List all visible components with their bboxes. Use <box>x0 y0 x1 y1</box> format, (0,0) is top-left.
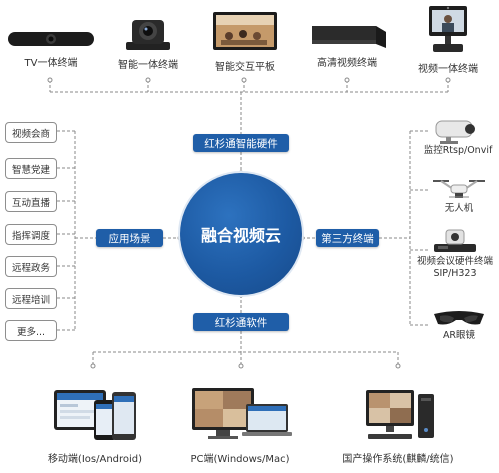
device-smart-terminal: 智能一体终端 <box>113 12 183 71</box>
scenario-item: 远程政务 <box>5 256 57 277</box>
third-party-ar-glasses: AR眼镜 <box>424 306 494 342</box>
device-hd-video-terminal: 高清视频终端 <box>305 18 389 69</box>
conference-terminal-icon <box>434 229 476 252</box>
ptz-camera-icon <box>126 20 170 50</box>
scenario-item: 更多... <box>5 320 57 341</box>
third-party-video-conf-hardware: 视频会议硬件终端 SIP/H323 <box>412 226 498 280</box>
device-interactive-panel: 智能交互平板 <box>208 10 282 73</box>
tv-bar-icon <box>8 32 94 46</box>
scenario-item: 视频会商 <box>5 122 57 143</box>
surveillance-camera-icon <box>435 120 475 144</box>
software-mobile: 移动端(Ios/Android) <box>40 384 150 465</box>
scenario-item: 互动直播 <box>5 191 57 212</box>
software-pc: PC端(Windows/Mac) <box>180 384 300 465</box>
scenario-item: 远程培训 <box>5 288 57 309</box>
software-domestic-os: 国产操作系统(麒麟/统信) <box>338 384 458 465</box>
video-all-in-one-icon <box>429 6 467 52</box>
device-video-all-in-one: 视频一体终端 <box>413 4 483 75</box>
pc-devices-icon <box>192 388 292 439</box>
hub-left-scenarios: 应用场景 <box>96 229 163 247</box>
hub-bottom-software: 红杉通软件 <box>193 313 289 331</box>
device-tv-terminal: TV一体终端 <box>4 28 98 69</box>
scenario-item: 指挥调度 <box>5 224 57 245</box>
center-fusion-cloud: 融合视频云 <box>180 173 302 295</box>
ar-glasses-icon <box>434 311 484 325</box>
desktop-computer-icon <box>366 390 434 439</box>
third-party-surveillance: 监控Rtsp/Onvif <box>420 117 496 157</box>
drone-icon <box>433 180 485 198</box>
interactive-panel-icon <box>213 12 277 50</box>
mobile-devices-icon <box>54 390 136 440</box>
hub-top-hardware: 红杉通智能硬件 <box>193 134 289 152</box>
scenario-item: 智慧党建 <box>5 158 57 179</box>
hd-codec-box-icon <box>312 26 386 48</box>
third-party-drone: 无人机 <box>424 175 494 215</box>
hub-right-third-party: 第三方终端 <box>316 229 379 247</box>
